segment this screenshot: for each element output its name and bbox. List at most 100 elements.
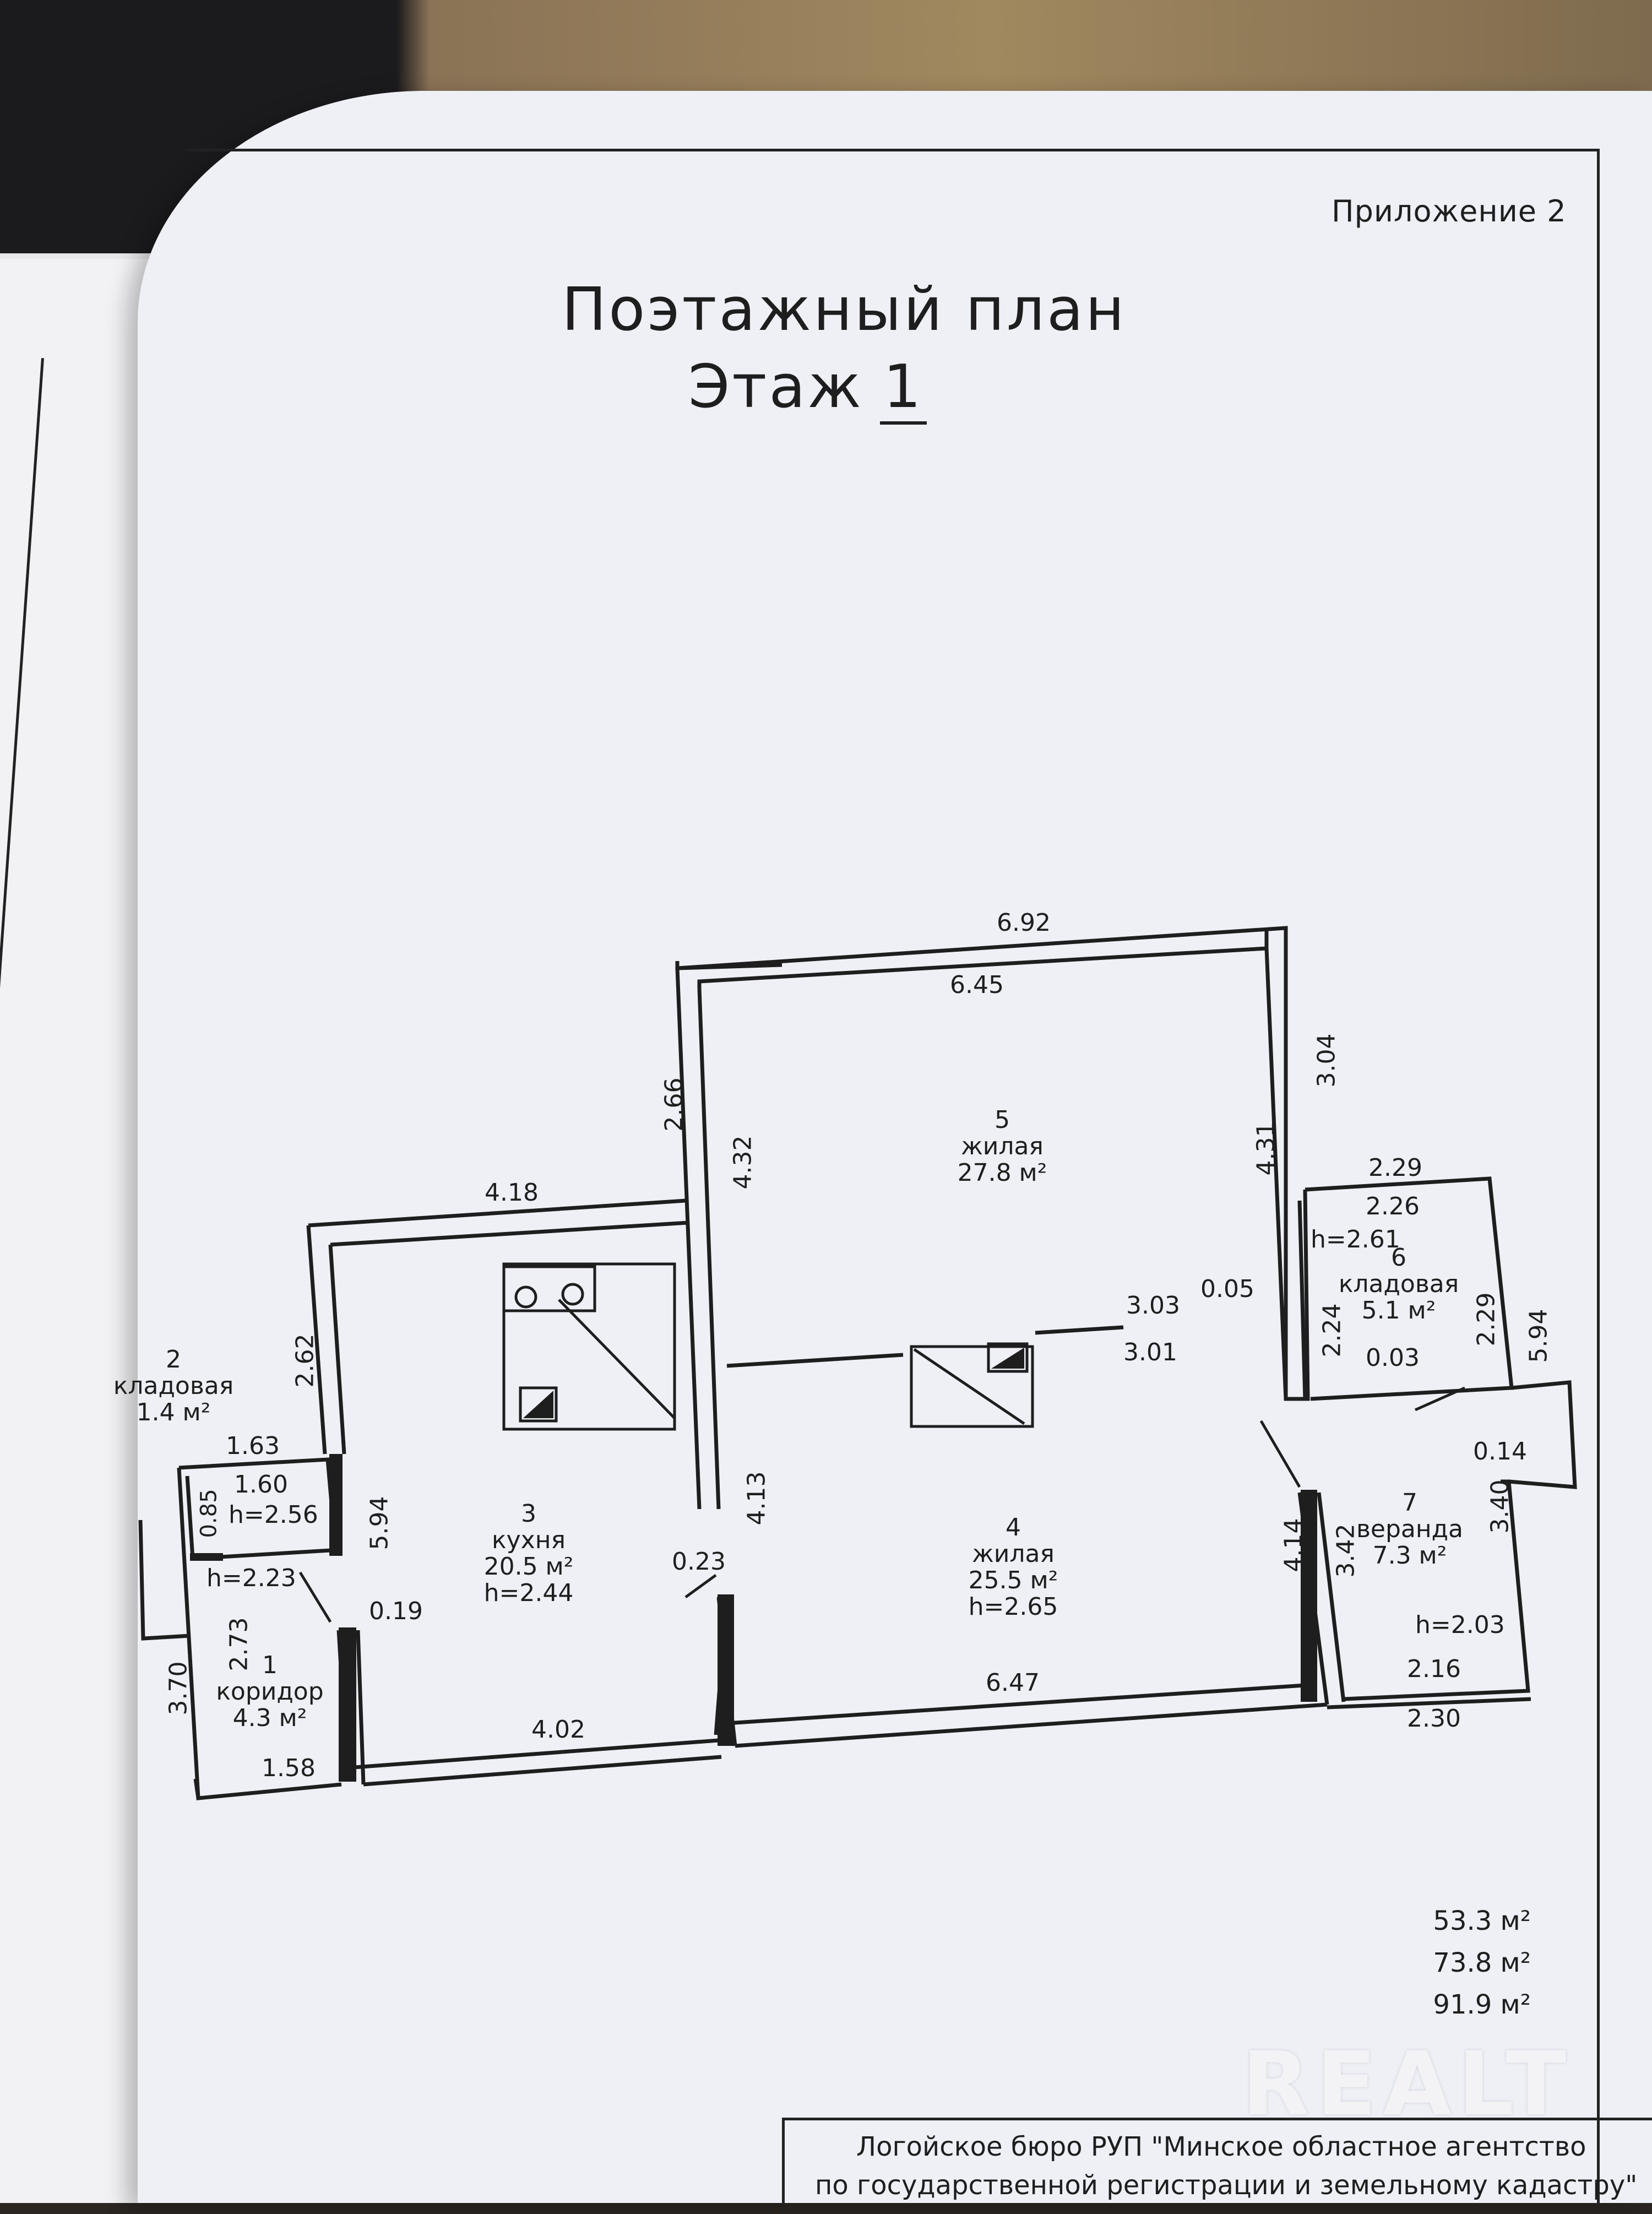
room-3-name: кухня xyxy=(492,1526,566,1554)
dim-0-85: 0.85 xyxy=(196,1489,222,1538)
dim-6-47: 6.47 xyxy=(986,1669,1040,1697)
wall-room3-left xyxy=(306,1225,346,1455)
dim-6-45: 6.45 xyxy=(950,971,1004,999)
wall-room5-right xyxy=(1264,948,1310,1401)
total-area-2: 73.8 м² xyxy=(1433,1947,1531,1978)
dim-2-66: 2.66 xyxy=(660,1077,688,1132)
room-6-label: 6 кладовая 5.1 м² xyxy=(1333,1245,1465,1324)
dim-0-14: 0.14 xyxy=(1473,1437,1527,1466)
dim-h-2-23: h=2.23 xyxy=(206,1564,296,1592)
room-5-area: 27.8 м² xyxy=(957,1159,1047,1187)
wall-fill-corridor xyxy=(190,1553,223,1561)
oven-diagonal xyxy=(913,1348,1025,1425)
room-3-number: 3 xyxy=(521,1500,536,1528)
floor-label: Этаж xyxy=(688,352,863,421)
door-swing-storage xyxy=(1414,1386,1466,1412)
room-5-label: 5 жилая 27.8 м² xyxy=(936,1107,1068,1186)
total-area-1: 53.3 м² xyxy=(1433,1906,1531,1936)
door-swing-veranda xyxy=(1259,1420,1301,1488)
appendix-label: Приложение 2 xyxy=(1332,194,1567,229)
dim-1-63: 1.63 xyxy=(226,1432,280,1460)
drawing-frame xyxy=(187,149,1600,2206)
room-1-label: 1 коридор 4.3 м² xyxy=(204,1652,336,1732)
dim-4-18: 4.18 xyxy=(485,1179,539,1207)
dim-2-29-top: 2.29 xyxy=(1368,1154,1422,1182)
stamp-line-1: Логойское бюро РУП "Минское областное аг… xyxy=(856,2131,1586,2162)
wall-partition-kitchen-living xyxy=(726,1325,1124,1368)
dim-3-70: 3.70 xyxy=(164,1661,193,1716)
room-5-name: жилая xyxy=(961,1132,1044,1160)
dim-3-01: 3.01 xyxy=(1123,1338,1177,1366)
dim-3-03: 3.03 xyxy=(1126,1292,1180,1320)
wall-fill-room3-left-lower xyxy=(339,1627,356,1782)
dim-5-94-right: 5.94 xyxy=(1524,1309,1553,1363)
dim-0-19: 0.19 xyxy=(369,1597,423,1625)
room-2-area: 1.4 м² xyxy=(136,1398,211,1426)
plan-title: Поэтажный план xyxy=(562,275,1127,344)
room-3-area: 20.5 м² xyxy=(483,1553,574,1581)
stove-vent xyxy=(519,1386,558,1423)
wall-fill-kitchen-right xyxy=(718,1594,734,1746)
dim-4-14: 4.14 xyxy=(1279,1518,1308,1572)
room-7-number: 7 xyxy=(1402,1489,1417,1517)
room-7-name: веранда xyxy=(1356,1515,1464,1543)
dim-2-30: 2.30 xyxy=(1407,1705,1461,1733)
dim-4-13: 4.13 xyxy=(742,1471,771,1526)
room-4-height: h=2.65 xyxy=(968,1593,1058,1621)
dim-2-29-side: 2.29 xyxy=(1472,1292,1501,1347)
burner-left xyxy=(514,1285,537,1309)
room-3-height: h=2.44 xyxy=(483,1579,574,1607)
stove-vent-fill xyxy=(523,1391,553,1418)
room-6-area: 5.1 м² xyxy=(1361,1296,1436,1325)
wall-room4-bottom xyxy=(718,1683,1328,1748)
dim-6-92: 6.92 xyxy=(997,909,1051,937)
oven xyxy=(910,1345,1034,1428)
wall-veranda-outer xyxy=(1508,1380,1577,1489)
dim-h-2-56: h=2.56 xyxy=(229,1501,318,1529)
oven-vent-fill xyxy=(991,1348,1024,1369)
room-5-number: 5 xyxy=(995,1106,1010,1134)
title-block xyxy=(782,2118,1652,2214)
stamp-line-2: по государственной регистрации и земельн… xyxy=(815,2170,1638,2201)
dim-2-26: 2.26 xyxy=(1366,1192,1420,1220)
dim-0-03: 0.03 xyxy=(1366,1344,1420,1372)
room-1-number: 1 xyxy=(262,1651,278,1679)
wall-fill-room4-right xyxy=(1301,1490,1317,1702)
total-area-3: 91.9 м² xyxy=(1433,1989,1531,2020)
door-swing-living xyxy=(684,1573,717,1599)
dim-1-60: 1.60 xyxy=(234,1470,288,1499)
burner-right xyxy=(561,1283,584,1306)
room-6-name: кладовая xyxy=(1338,1270,1459,1298)
wall-room5-top-inner xyxy=(697,931,1269,989)
room-7-label: 7 веранда 7.3 м² xyxy=(1344,1490,1476,1569)
stove-burners-panel xyxy=(502,1265,596,1312)
room-1-name: коридор xyxy=(216,1678,324,1706)
stove-diagonal xyxy=(558,1299,676,1419)
room-2-label: 2 кладовая 1.4 м² xyxy=(110,1347,237,1426)
room-4-name: жилая xyxy=(972,1540,1055,1568)
dim-0-05: 0.05 xyxy=(1200,1275,1254,1303)
door-swing-kitchen xyxy=(298,1571,332,1623)
wall-veranda xyxy=(1327,1479,1531,1710)
room-1-area: 4.3 м² xyxy=(232,1704,307,1732)
room-4-label: 4 жилая 25.5 м² h=2.65 xyxy=(947,1515,1079,1620)
wall-corridor xyxy=(177,1467,342,1800)
dim-3-04: 3.04 xyxy=(1312,1033,1341,1088)
stove xyxy=(502,1262,676,1431)
wall-corridor-door xyxy=(138,1520,191,1641)
room-3-label: 3 кухня 20.5 м² h=2.44 xyxy=(463,1501,595,1607)
oven-vent xyxy=(987,1342,1029,1373)
dim-3-40: 3.40 xyxy=(1486,1479,1514,1534)
document-sheet xyxy=(138,91,1652,2203)
dim-0-23: 0.23 xyxy=(672,1548,726,1576)
dim-h-2-03: h=2.03 xyxy=(1415,1611,1505,1639)
dim-h-2-61: h=2.61 xyxy=(1311,1225,1400,1253)
wall-room3-top xyxy=(308,1198,689,1247)
wall-room5-top xyxy=(675,926,1288,1399)
wall-fill-room3-left xyxy=(329,1454,343,1556)
dim-5-94-left: 5.94 xyxy=(365,1496,394,1550)
room-2-number: 2 xyxy=(166,1345,181,1374)
floor-number: 1 xyxy=(879,352,927,425)
